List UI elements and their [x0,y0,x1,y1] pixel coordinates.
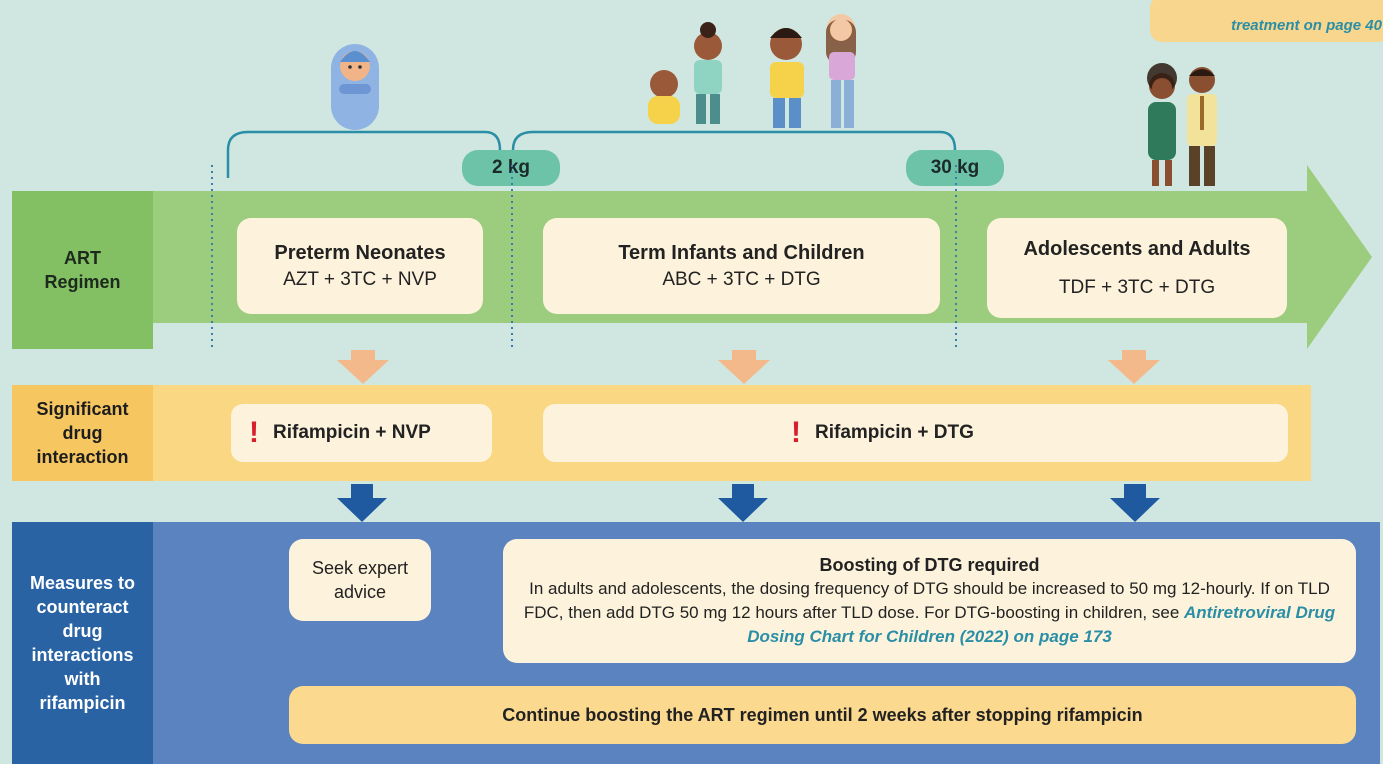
page-reference-note: treatment on page 40 [1150,0,1383,42]
down-arrow-icon [718,350,770,384]
group-card-preterm: Preterm Neonates AZT + 3TC + NVP [237,218,483,314]
group-regimen: TDF + 3TC + DTG [1058,276,1216,298]
interaction-text: Rifampicin + DTG [815,422,974,443]
group-regimen: AZT + 3TC + NVP [283,268,437,290]
swaddled-baby-illustration [331,44,379,130]
boosting-card: Boosting of DTG required In adults and a… [503,539,1356,663]
interaction-card-nvp: ! Rifampicin + NVP [231,404,492,462]
warning-icon: ! [249,416,259,449]
group-title: Preterm Neonates [274,241,446,264]
page-reference-text: treatment on page 40 [1231,17,1382,34]
boosting-text: In adults and adolescents, the dosing fr… [523,579,1336,646]
weight-30kg-badge: 30 kg [906,150,1004,186]
weight-2kg-badge: 2 kg [462,150,560,186]
down-arrow-icon [1110,484,1160,522]
seek-advice-card: Seek expert advice [289,539,431,621]
continue-boosting-card: Continue boosting the ART regimen until … [289,686,1356,744]
boosting-title: Boosting of DTG required [819,555,1040,575]
down-arrow-icon [337,350,389,384]
dosing-chart-link[interactable]: Antiretroviral Drug Dosing Chart for Chi… [747,603,1336,646]
age-brackets [226,130,957,178]
group-title: Adolescents and Adults [1023,237,1251,260]
down-arrow-icon [718,484,768,522]
warning-icon: ! [791,416,801,449]
art-regimen-label: ART Regimen [44,248,121,292]
group-card-adults: Adolescents and Adults TDF + 3TC + DTG [987,218,1287,318]
group-card-term-infants: Term Infants and Children ABC + 3TC + DT… [543,218,940,314]
neonate-bracket [226,130,502,178]
group-regimen: ABC + 3TC + DTG [662,268,821,290]
children-bracket [511,130,957,158]
down-arrow-icon [1108,350,1160,384]
measures-label: Measures to counteract drug interactions… [12,522,153,764]
children-group-illustration [648,14,856,128]
down-arrow-icon [337,484,387,522]
interaction-card-dtg: ! Rifampicin + DTG [543,404,1288,462]
group-title: Term Infants and Children [618,241,865,264]
interaction-text: Rifampicin + NVP [273,422,431,443]
adults-illustration [1147,63,1217,186]
interaction-label: Significant drug interaction [12,385,153,481]
